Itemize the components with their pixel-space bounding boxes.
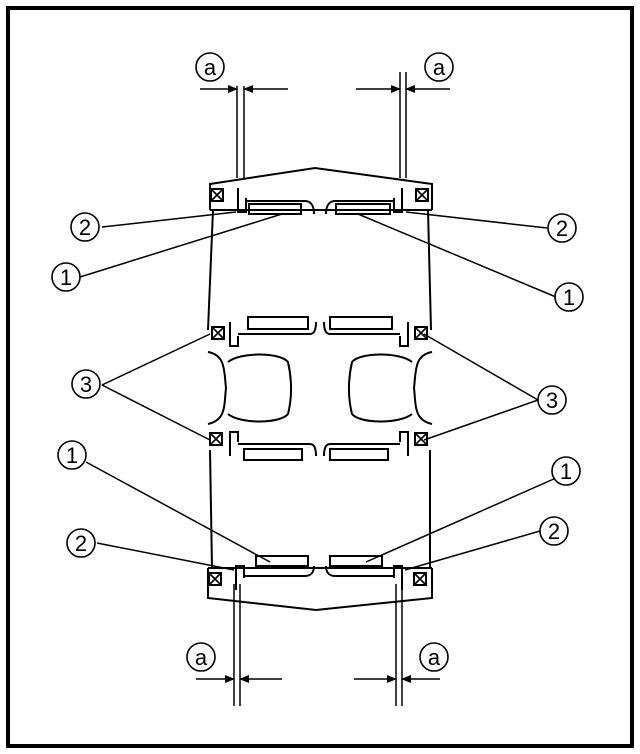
svg-text:a: a xyxy=(433,55,446,80)
outer-border xyxy=(6,6,634,748)
svg-text:1: 1 xyxy=(66,443,78,468)
callout-a-top-right: a xyxy=(424,52,454,82)
callout-1-lower-left: 1 xyxy=(57,440,87,470)
svg-text:3: 3 xyxy=(80,372,92,397)
svg-text:1: 1 xyxy=(560,459,572,484)
callout-1-upper-right: 1 xyxy=(554,282,584,312)
center-hub xyxy=(207,351,433,425)
clearance-dimensions xyxy=(196,72,450,706)
callout-a-top-left: a xyxy=(195,52,225,82)
callout-3-left: 3 xyxy=(71,369,101,399)
svg-text:2: 2 xyxy=(79,215,91,240)
callout-2-upper-left: 2 xyxy=(70,212,100,242)
middle-lower-bearing-row xyxy=(209,431,428,461)
svg-text:1: 1 xyxy=(60,265,72,290)
callout-3-right: 3 xyxy=(537,385,567,415)
middle-upper-bearing-row xyxy=(211,316,428,347)
leader-lines xyxy=(79,211,557,571)
casing-outline xyxy=(207,166,433,612)
svg-text:2: 2 xyxy=(548,519,560,544)
callout-2-upper-right: 2 xyxy=(547,213,577,243)
svg-text:a: a xyxy=(195,645,208,670)
svg-text:3: 3 xyxy=(546,388,558,413)
callout-a-bottom-right: a xyxy=(419,642,449,672)
svg-text:1: 1 xyxy=(563,285,575,310)
svg-text:a: a xyxy=(428,645,441,670)
svg-text:a: a xyxy=(204,55,217,80)
callout-2-lower-left: 2 xyxy=(66,528,96,558)
top-bearing-row xyxy=(210,188,429,215)
callout-a-bottom-left: a xyxy=(186,642,216,672)
bottom-bearing-row xyxy=(208,555,427,590)
callout-2-lower-right: 2 xyxy=(539,516,569,546)
callout-1-upper-left: 1 xyxy=(51,262,81,292)
callout-1-lower-right: 1 xyxy=(551,456,581,486)
svg-text:2: 2 xyxy=(556,216,568,241)
svg-text:2: 2 xyxy=(75,531,87,556)
